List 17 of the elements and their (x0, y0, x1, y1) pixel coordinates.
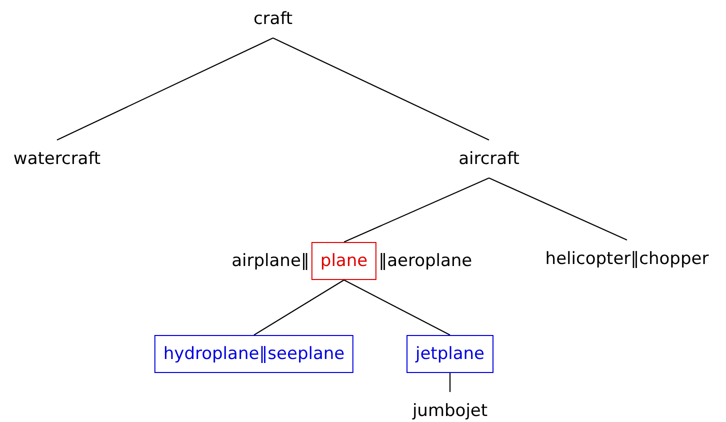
term-label: helicopter‖chopper (543, 240, 711, 278)
term-box: jetplane (406, 335, 494, 373)
synonym-label: airplane‖ (232, 250, 310, 272)
term-label: jumbojet (410, 392, 490, 422)
tree-branch-line (56, 38, 274, 140)
synonym-label: ‖aeroplane (378, 250, 472, 272)
tree-branch-line (254, 280, 344, 336)
term-box: plane (311, 242, 377, 280)
term-box: hydroplane‖seeplane (154, 335, 354, 373)
tree-branch-line (344, 178, 490, 242)
tree-branch-line (449, 373, 451, 392)
term-label: watercraft (11, 140, 103, 178)
term-label: craft (251, 0, 295, 38)
tree-branch-line (344, 280, 450, 336)
tree-branch-line (272, 38, 490, 140)
tree-branch-line (488, 178, 628, 240)
term-label: aircraft (456, 140, 522, 178)
